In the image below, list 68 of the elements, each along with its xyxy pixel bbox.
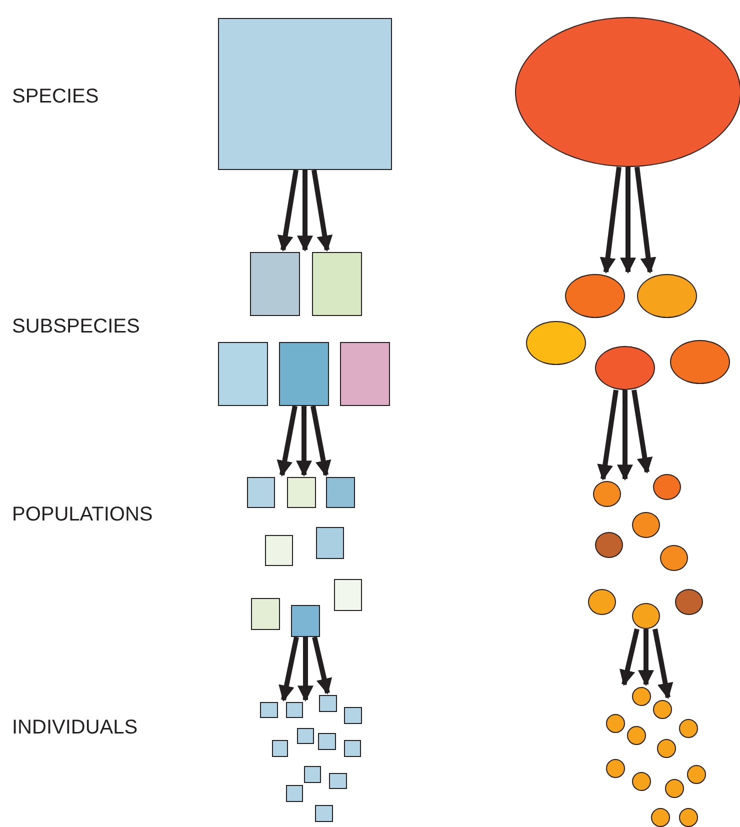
arrow bbox=[620, 628, 640, 686]
arrow bbox=[297, 170, 313, 252]
arrow bbox=[312, 170, 333, 252]
square-shape bbox=[319, 695, 337, 712]
level-label: POPULATIONS bbox=[12, 504, 153, 526]
square-shape bbox=[265, 535, 293, 566]
oval-shape bbox=[632, 772, 650, 790]
arrow bbox=[310, 406, 332, 477]
square-shape bbox=[272, 740, 288, 757]
arrow bbox=[276, 406, 298, 477]
square-shape bbox=[340, 342, 390, 406]
arrow bbox=[638, 629, 654, 686]
oval-shape bbox=[632, 512, 660, 538]
square-shape bbox=[279, 342, 329, 406]
square-shape bbox=[287, 477, 316, 508]
square-shape bbox=[218, 18, 392, 170]
arrow bbox=[600, 166, 622, 274]
arrow bbox=[278, 636, 299, 702]
square-shape bbox=[315, 805, 333, 822]
square-shape bbox=[297, 728, 314, 744]
oval-shape bbox=[650, 808, 670, 826]
square-shape bbox=[344, 740, 361, 757]
square-shape bbox=[312, 252, 362, 316]
oval-shape bbox=[678, 808, 698, 826]
arrow bbox=[296, 406, 312, 477]
oval-shape bbox=[656, 738, 676, 758]
square-shape bbox=[218, 342, 268, 406]
arrow bbox=[597, 390, 618, 481]
square-shape bbox=[286, 702, 303, 718]
level-label: SPECIES bbox=[12, 86, 99, 108]
oval-shape bbox=[606, 714, 624, 732]
square-shape bbox=[304, 766, 321, 783]
oval-shape bbox=[678, 718, 698, 738]
oval-shape bbox=[632, 686, 650, 706]
arrow bbox=[634, 166, 656, 274]
square-shape bbox=[260, 702, 278, 718]
oval-shape bbox=[675, 589, 703, 615]
square-shape bbox=[316, 527, 344, 559]
level-label: INDIVIDUALS bbox=[12, 716, 138, 740]
arrow bbox=[620, 167, 636, 274]
square-shape bbox=[329, 773, 347, 789]
level-label: SUBSPECIES bbox=[12, 316, 140, 338]
square-shape bbox=[344, 707, 362, 724]
arrow bbox=[277, 170, 298, 252]
oval-shape bbox=[664, 778, 684, 798]
square-shape bbox=[286, 785, 303, 802]
arrow bbox=[652, 628, 674, 700]
square-shape bbox=[326, 477, 355, 508]
oval-shape bbox=[595, 532, 623, 558]
oval-shape bbox=[588, 589, 616, 615]
arrow bbox=[298, 637, 314, 702]
square-shape bbox=[334, 579, 362, 611]
oval-shape bbox=[632, 603, 660, 629]
square-shape bbox=[247, 477, 275, 508]
oval-shape bbox=[652, 700, 672, 718]
square-shape bbox=[250, 252, 300, 316]
oval-shape bbox=[593, 481, 621, 507]
square-shape bbox=[318, 733, 336, 750]
oval-shape bbox=[626, 726, 646, 744]
oval-shape bbox=[606, 758, 624, 778]
square-shape bbox=[251, 598, 280, 630]
oval-shape bbox=[686, 764, 706, 784]
arrow bbox=[632, 390, 653, 474]
square-shape bbox=[291, 605, 320, 637]
oval-shape bbox=[653, 474, 681, 500]
oval-shape bbox=[660, 545, 688, 571]
arrow bbox=[312, 636, 332, 695]
arrow bbox=[617, 390, 633, 481]
